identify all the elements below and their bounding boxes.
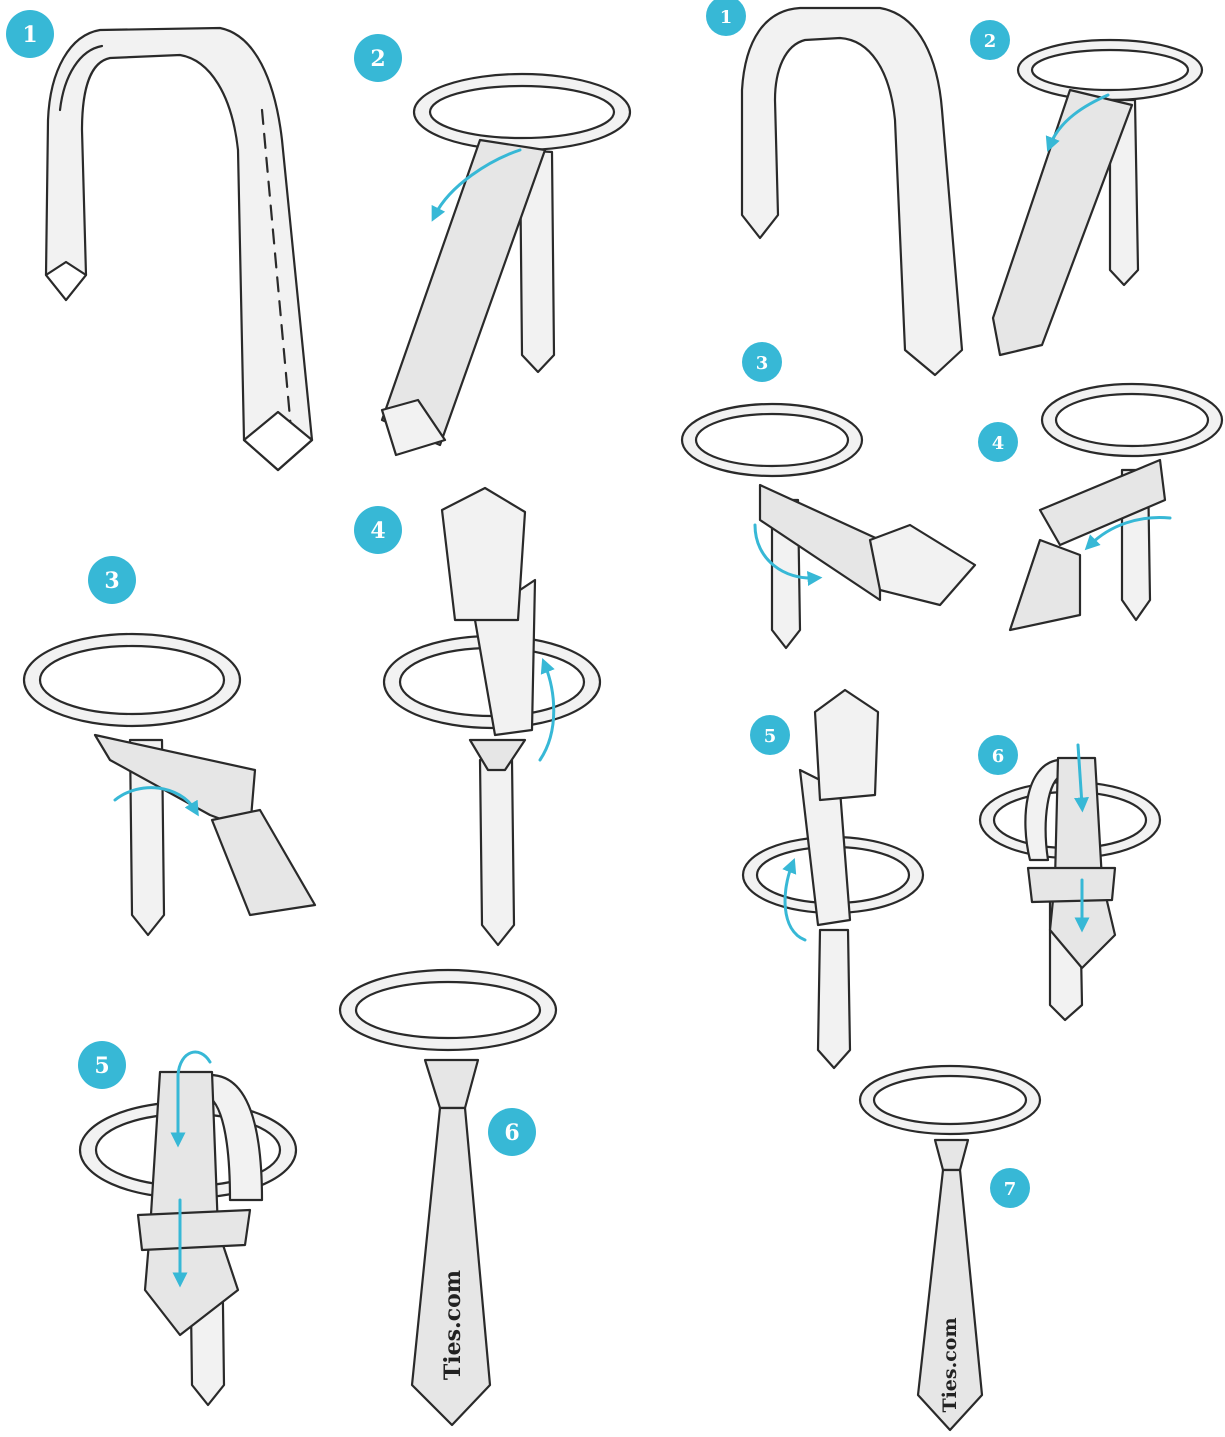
left-step-4-illustration [384, 488, 600, 945]
svg-text:7: 7 [1004, 1179, 1017, 1200]
right-step-3-illustration [682, 404, 975, 648]
svg-text:3: 3 [756, 353, 769, 374]
right-step-3-badge: 3 [742, 342, 782, 382]
right-step-1-illustration [742, 8, 962, 375]
right-step-4-illustration [1010, 384, 1222, 630]
right-step-6-illustration [980, 745, 1160, 1020]
right-step-4-badge: 4 [978, 422, 1018, 462]
svg-text:6: 6 [992, 746, 1005, 767]
right-step-2-illustration [993, 40, 1202, 355]
left-step-1-badge: 1 [6, 10, 54, 58]
svg-text:6: 6 [504, 1120, 519, 1146]
left-step-2-badge: 2 [354, 34, 402, 82]
svg-text:4: 4 [370, 518, 385, 544]
svg-text:4: 4 [992, 433, 1005, 454]
right-step-1-badge: 1 [706, 0, 746, 36]
right-step-2-badge: 2 [970, 20, 1010, 60]
left-sequence [24, 28, 630, 1425]
left-step-5-illustration [80, 1052, 296, 1405]
svg-text:1: 1 [22, 22, 37, 48]
svg-text:2: 2 [984, 31, 997, 52]
svg-text:5: 5 [94, 1053, 109, 1079]
left-step-3-illustration [24, 634, 315, 935]
right-step-7-badge: 7 [990, 1168, 1030, 1208]
svg-text:1: 1 [720, 7, 733, 28]
svg-text:5: 5 [764, 726, 777, 747]
left-step-1-illustration [46, 28, 312, 470]
left-step-4-badge: 4 [354, 506, 402, 554]
right-step-5-badge: 5 [750, 715, 790, 755]
svg-text:3: 3 [104, 568, 119, 594]
left-step-2-illustration [382, 74, 630, 455]
right-tie-brand-label: Ties.com [939, 1317, 961, 1412]
left-step-3-badge: 3 [88, 556, 136, 604]
left-step-5-badge: 5 [78, 1041, 126, 1089]
svg-text:2: 2 [370, 46, 385, 72]
left-tie-brand-label: Ties.com [440, 1270, 466, 1380]
right-step-6-badge: 6 [978, 735, 1018, 775]
left-step-6-badge: 6 [488, 1108, 536, 1156]
